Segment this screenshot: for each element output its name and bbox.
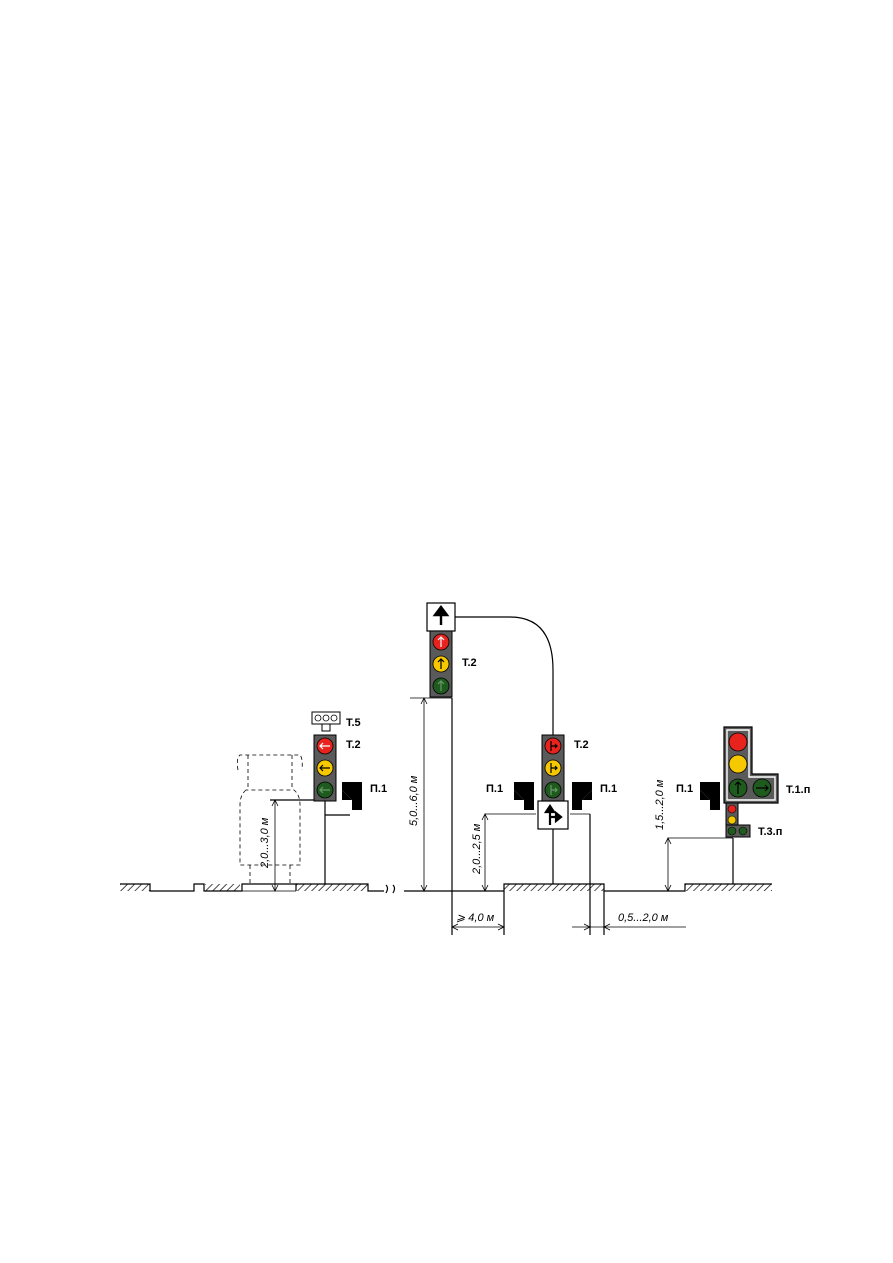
bus-body xyxy=(239,789,301,866)
center-pole-group: Т.2 П.1 П.1 2,0...2,5 м xyxy=(471,734,617,935)
t2-left-signal xyxy=(313,734,337,802)
t3p-signal xyxy=(725,802,751,838)
left-pole-group: Т.5 Т.2 П.1 2,0...3,0 м xyxy=(259,711,387,892)
p1-center-left-signal xyxy=(514,782,534,810)
bus-mirror xyxy=(247,755,293,790)
dim-arrows xyxy=(420,697,428,892)
t2-tall-signal xyxy=(429,630,453,698)
dim-2-25: 2,0...2,5 м xyxy=(471,823,483,875)
straight-arrow-sign xyxy=(426,602,456,632)
dim-arrows xyxy=(271,799,279,892)
sidewalk-hatch xyxy=(504,884,604,891)
t1p-signal xyxy=(723,726,779,804)
label-t5: Т.5 xyxy=(346,717,361,729)
sidewalk-hatch xyxy=(296,884,368,891)
label-t3p: Т.3.п xyxy=(758,826,782,838)
right-pole-group: Т.1.п П.1 Т.3.п 1,5...2,0 м xyxy=(654,726,810,892)
p1-center-right-signal xyxy=(572,782,592,810)
p1-left-signal xyxy=(342,782,362,810)
ground-profile xyxy=(120,883,772,894)
tall-pole-group: Т.2 5,0...6,0 м xyxy=(408,602,554,935)
label-p1-right: П.1 xyxy=(676,783,693,795)
dim-5-6: 5,0...6,0 м xyxy=(408,775,420,826)
dim-arrows xyxy=(451,923,505,931)
turn-arrow-sign xyxy=(537,800,569,830)
profile-line xyxy=(404,883,772,892)
sidewalk-hatch xyxy=(205,884,240,891)
sidewalk-hatch xyxy=(120,884,150,891)
dim-2-3: 2,0...3,0 м xyxy=(259,817,271,869)
label-p1-left: П.1 xyxy=(370,783,387,795)
t2-center-signal xyxy=(541,734,565,802)
break-mark xyxy=(385,884,396,894)
bus-mirror xyxy=(236,754,303,771)
dim-15-2: 1,5...2,0 м xyxy=(654,779,666,830)
t5-signal xyxy=(311,711,341,732)
sidewalk-hatch xyxy=(685,884,772,891)
label-p1-center-left: П.1 xyxy=(486,783,503,795)
label-t2-center: Т.2 xyxy=(574,739,589,751)
dim-arrows xyxy=(664,837,672,892)
profile-line xyxy=(120,883,297,892)
cable-arc xyxy=(455,616,554,735)
profile-line xyxy=(296,883,384,892)
label-t2-tall: Т.2 xyxy=(462,657,477,669)
label-t1p: Т.1.п xyxy=(786,784,810,796)
dim-05-2: 0,5...2,0 м xyxy=(618,912,669,924)
dim-arrows xyxy=(481,813,489,892)
label-t2-left: Т.2 xyxy=(346,739,361,751)
p1-right-signal xyxy=(700,782,720,810)
bus-outline xyxy=(236,754,303,884)
dim-4: ⩾ 4,0 м xyxy=(456,912,495,924)
horizontal-dimensions: ⩾ 4,0 м 0,5...2,0 м xyxy=(451,912,686,931)
dim-arrows xyxy=(583,923,611,931)
label-p1-center-right: П.1 xyxy=(600,783,617,795)
